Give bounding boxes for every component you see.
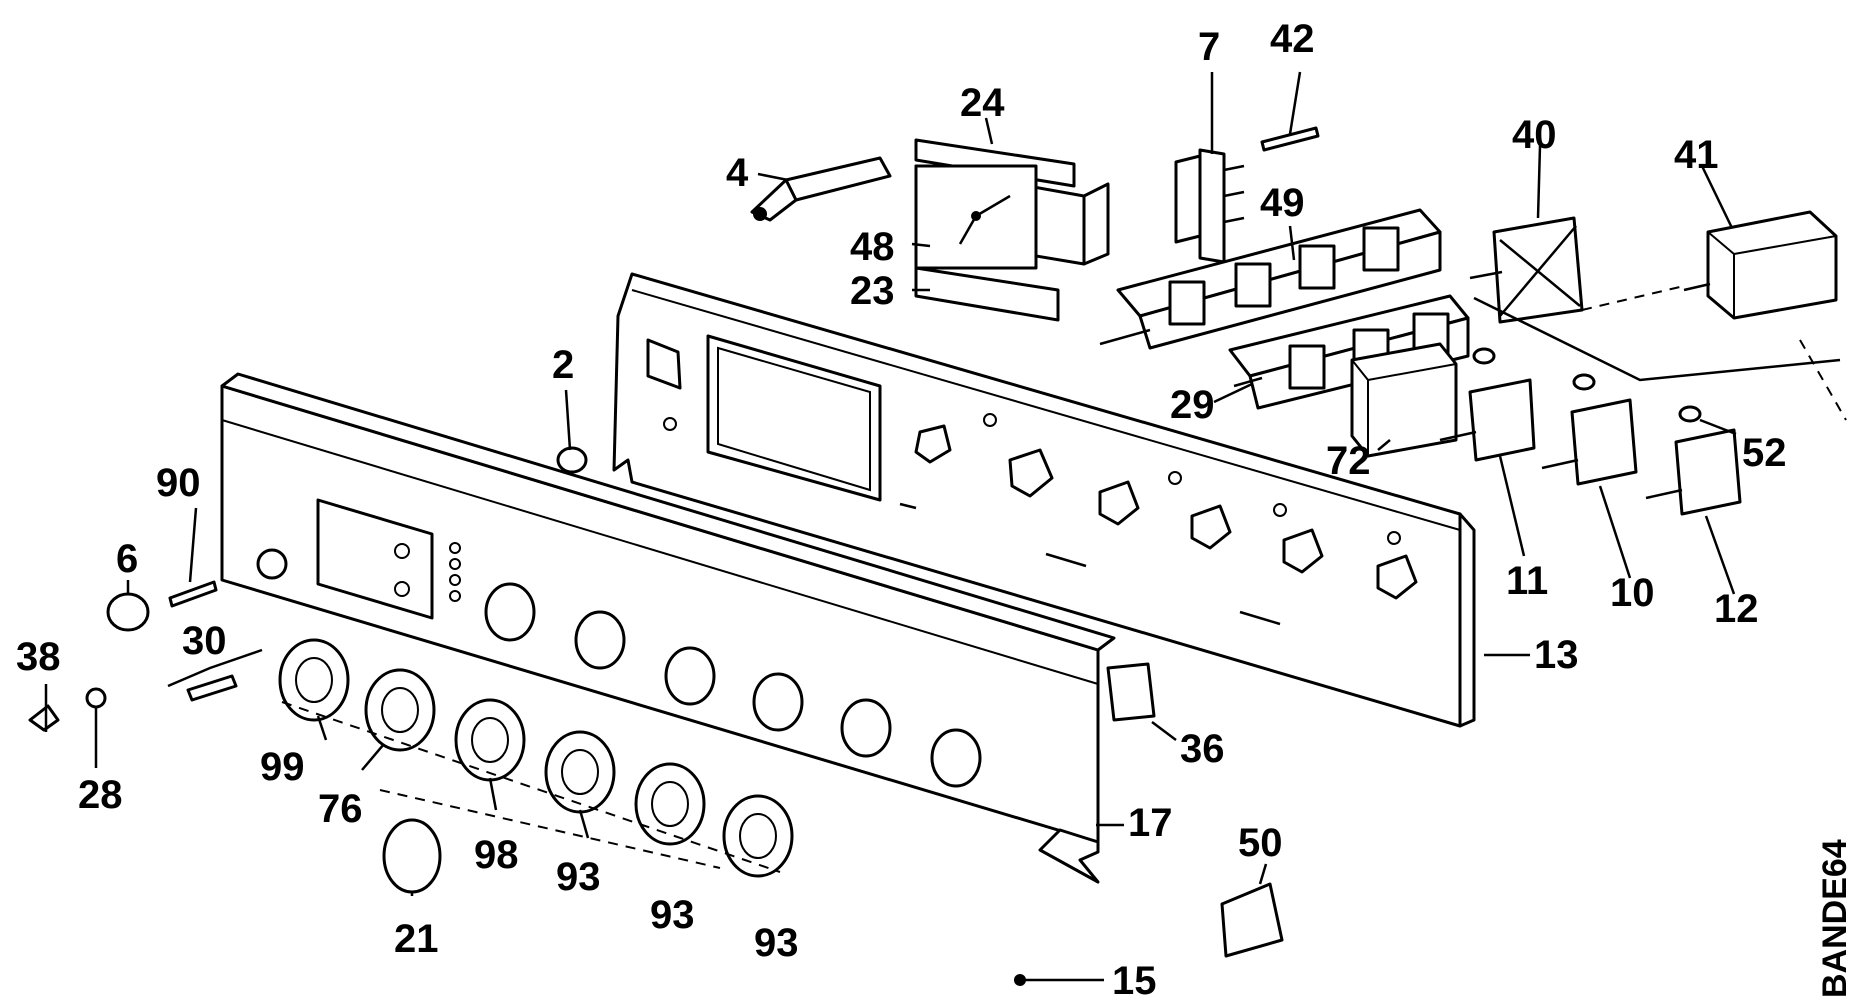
switch-10 <box>1541 398 1638 486</box>
callout-12: 12 <box>1714 587 1759 631</box>
washer-28 <box>85 687 107 709</box>
callout-21: 21 <box>394 917 439 961</box>
callout-49: 49 <box>1260 181 1305 225</box>
callout-93: 93 <box>650 893 695 937</box>
callout-90: 90 <box>156 461 201 505</box>
callout-42: 42 <box>1270 17 1315 61</box>
callout-17: 17 <box>1128 801 1173 845</box>
callout-30: 30 <box>182 619 227 663</box>
callout-4: 4 <box>726 151 749 195</box>
callout-93: 93 <box>556 855 601 899</box>
grommet <box>1678 405 1702 423</box>
callout-labels: 2 4 6 7 10 11 12 13 15 17 21 23 24 28 29… <box>16 17 1854 1003</box>
push-button-6 <box>106 592 150 632</box>
drawing-code: BANDE64 <box>1816 839 1854 998</box>
clock-assembly <box>914 138 1110 322</box>
callout-13: 13 <box>1534 633 1579 677</box>
knob-98 <box>454 698 526 782</box>
knob-93 <box>544 730 616 814</box>
control-knobs <box>278 638 1156 894</box>
callout-41: 41 <box>1674 133 1719 177</box>
grommet <box>1472 347 1496 365</box>
callout-2: 2 <box>552 343 574 387</box>
screw-90 <box>168 580 218 608</box>
callout-50: 50 <box>1238 821 1283 865</box>
spring-30 <box>186 674 238 702</box>
callout-10: 10 <box>1610 571 1655 615</box>
callout-29: 29 <box>1170 383 1215 427</box>
leader-lines <box>126 71 1737 896</box>
callout-6: 6 <box>116 537 138 581</box>
lamp-holder <box>750 156 892 222</box>
regulator-bank-upper <box>1099 208 1442 350</box>
knob-99 <box>278 638 350 722</box>
knob-93 <box>722 794 794 878</box>
knob-insert-36 <box>1106 662 1156 722</box>
callout-24: 24 <box>960 81 1005 125</box>
callout-98: 98 <box>474 833 519 877</box>
callout-7: 7 <box>1198 25 1220 69</box>
switch-40 <box>1469 216 1584 324</box>
callout-93: 93 <box>754 921 799 965</box>
cover-50 <box>1220 882 1284 958</box>
knob-93 <box>634 762 706 846</box>
switch-12 <box>1645 428 1742 516</box>
callout-15: 15 <box>1112 959 1157 1003</box>
front-control-panel <box>220 372 1116 884</box>
callout-72: 72 <box>1326 439 1371 483</box>
callout-11: 11 <box>1506 559 1548 603</box>
switch-11 <box>1439 378 1536 462</box>
knob-76 <box>364 668 436 752</box>
callout-48: 48 <box>850 225 895 269</box>
push-knob-21 <box>382 818 442 894</box>
thermostat <box>1350 342 1458 458</box>
pilot-lamp-2 <box>556 446 588 474</box>
callout-76: 76 <box>318 787 363 831</box>
callout-28: 28 <box>78 773 123 817</box>
selector-41 <box>1683 210 1838 320</box>
callout-52: 52 <box>1742 431 1787 475</box>
callout-38: 38 <box>16 635 61 679</box>
callout-40: 40 <box>1512 113 1557 157</box>
clip-38 <box>28 704 60 732</box>
callout-23: 23 <box>850 269 895 313</box>
grommet <box>1572 373 1596 391</box>
callout-99: 99 <box>260 745 305 789</box>
rear-mounting-panel <box>612 272 1476 728</box>
callout-36: 36 <box>1180 727 1225 771</box>
